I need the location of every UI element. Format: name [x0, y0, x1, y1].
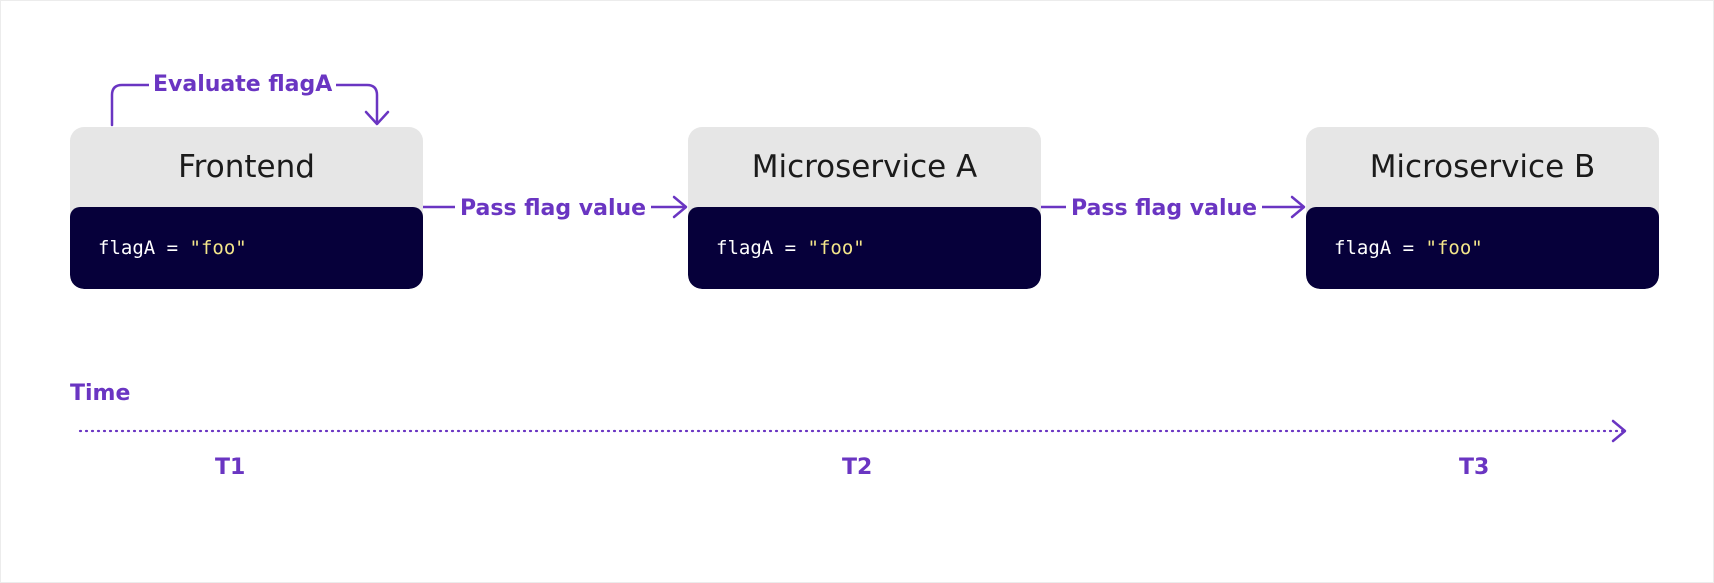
- arrowhead-2: [1290, 195, 1306, 219]
- arrowhead-1: [672, 195, 688, 219]
- timeline-label: Time: [70, 381, 131, 406]
- timeline-tick-t3: T3: [1459, 455, 1490, 480]
- code-assignment: flagA =: [98, 237, 190, 259]
- code-value: "foo": [189, 237, 247, 259]
- timeline-axis: [78, 419, 1627, 443]
- code-block: flagA = "foo": [688, 207, 1041, 289]
- code-value: "foo": [1425, 237, 1483, 259]
- evaluate-flag-label: Evaluate flagA: [149, 71, 337, 99]
- node-title: Frontend: [178, 149, 315, 185]
- code-value: "foo": [807, 237, 865, 259]
- node-title: Microservice B: [1369, 149, 1596, 185]
- microservice-b-node: Microservice B flagA = "foo": [1306, 127, 1659, 289]
- code-block: flagA = "foo": [70, 207, 423, 289]
- timeline-arrowhead: [1611, 419, 1627, 443]
- frontend-node: Frontend flagA = "foo": [70, 127, 423, 289]
- node-title: Microservice A: [751, 149, 978, 185]
- timeline-tick-t1: T1: [215, 455, 246, 480]
- microservice-a-node: Microservice A flagA = "foo": [688, 127, 1041, 289]
- timeline-tick-t2: T2: [842, 455, 873, 480]
- code-assignment: flagA =: [716, 237, 808, 259]
- loop-arrowhead: [364, 110, 390, 126]
- pass-flag-label-2: Pass flag value: [1066, 195, 1263, 223]
- pass-flag-label-1: Pass flag value: [455, 195, 652, 223]
- code-assignment: flagA =: [1334, 237, 1426, 259]
- code-block: flagA = "foo": [1306, 207, 1659, 289]
